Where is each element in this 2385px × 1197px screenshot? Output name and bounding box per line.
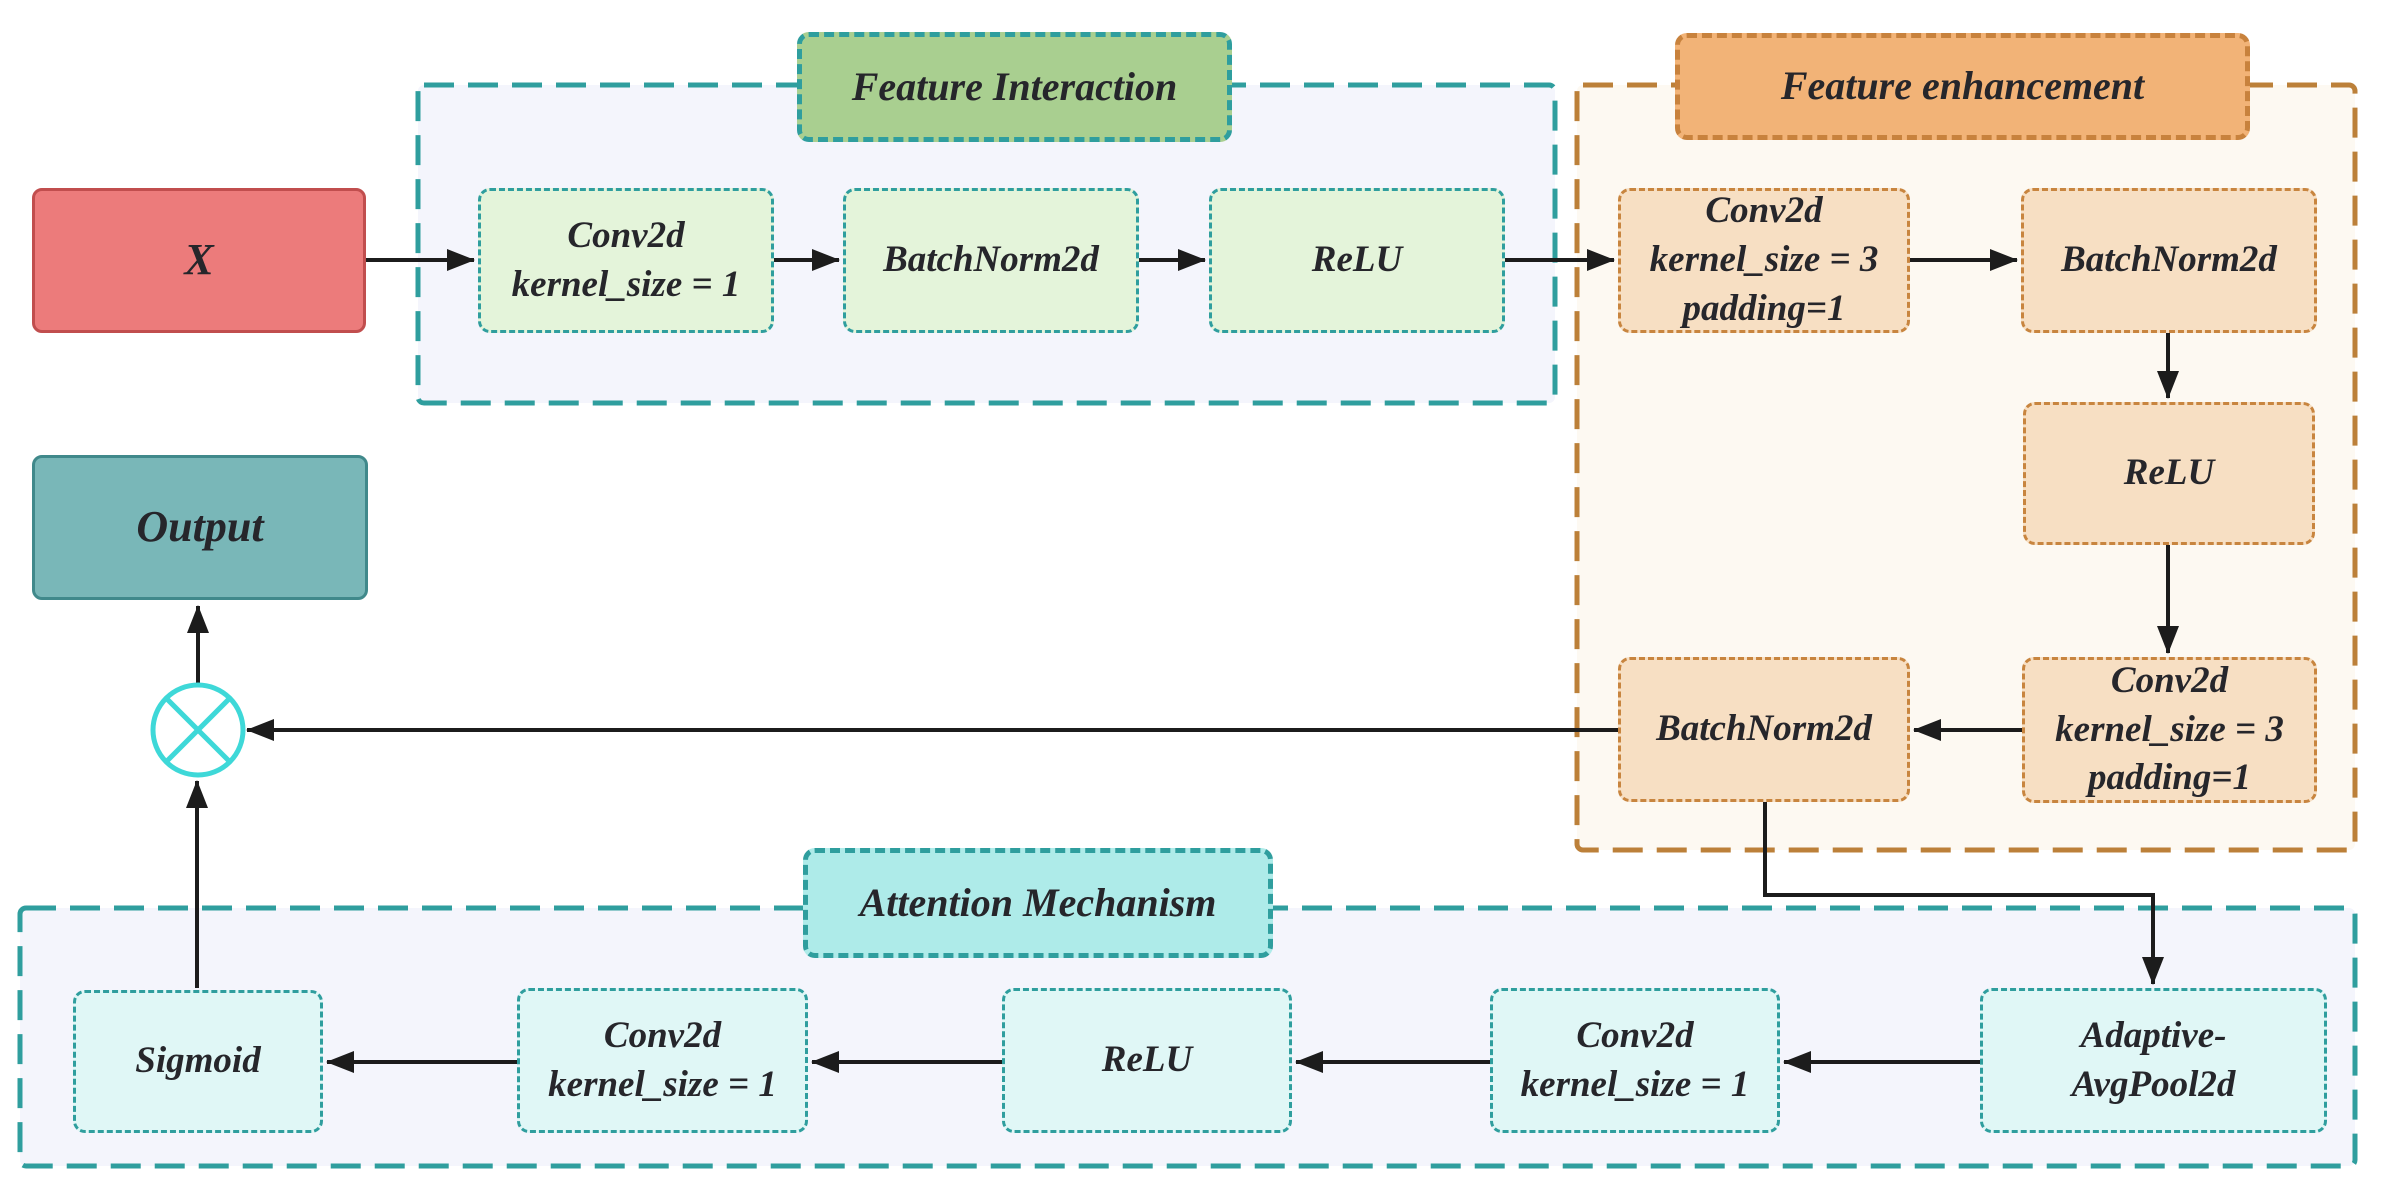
feature-enhancement-title: Feature enhancement xyxy=(1675,33,2250,140)
am-conv2d-2-node: Conv2d kernel_size = 1 xyxy=(1490,988,1780,1133)
am-avgpool-node: Adaptive- AvgPool2d xyxy=(1980,988,2327,1133)
attention-mechanism-title: Attention Mechanism xyxy=(803,848,1273,958)
input-node: X xyxy=(32,188,366,333)
arrow-fe-bn2-to-avgpool xyxy=(1763,802,2164,985)
fe-conv2d-1-node: Conv2d kernel_size = 3 padding=1 xyxy=(1618,188,1910,333)
input-label: X xyxy=(184,235,214,285)
fi-conv2d-node: Conv2d kernel_size = 1 xyxy=(478,188,774,333)
am-relu-node: ReLU xyxy=(1002,988,1292,1133)
am-sigmoid-node: Sigmoid xyxy=(73,990,323,1133)
feature-interaction-title: Feature Interaction xyxy=(797,32,1232,142)
output-label: Output xyxy=(136,502,264,552)
fi-batchnorm-node: BatchNorm2d xyxy=(843,188,1139,333)
fe-conv2d-2-node: Conv2d kernel_size = 3 padding=1 xyxy=(2022,657,2317,803)
fe-relu-node: ReLU xyxy=(2023,402,2315,545)
fi-relu-node: ReLU xyxy=(1209,188,1505,333)
multiply-icon xyxy=(150,682,246,778)
fe-batchnorm-2-node: BatchNorm2d xyxy=(1618,657,1910,802)
fe-batchnorm-1-node: BatchNorm2d xyxy=(2021,188,2317,333)
am-conv2d-1-node: Conv2d kernel_size = 1 xyxy=(517,988,808,1133)
output-node: Output xyxy=(32,455,368,600)
